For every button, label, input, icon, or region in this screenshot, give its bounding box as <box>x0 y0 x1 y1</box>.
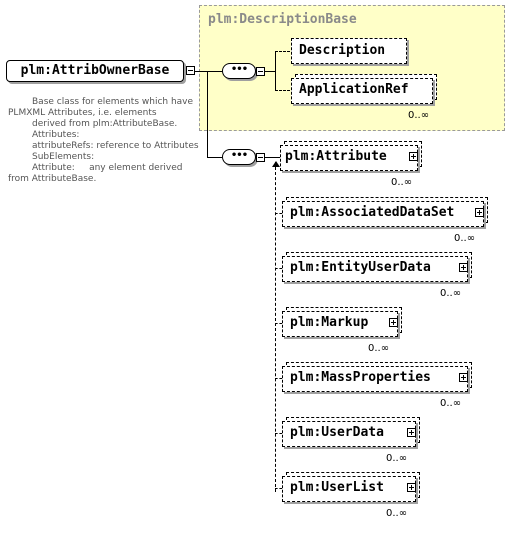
sequence-collapse-icon[interactable] <box>256 153 265 162</box>
occurrence-label: 0..∞ <box>408 110 430 121</box>
sequence-dots-icon: ••• <box>230 64 248 75</box>
arrow-icon <box>272 161 280 167</box>
connector-line <box>275 51 290 52</box>
occurrence-label: 0..∞ <box>386 508 408 519</box>
occurrence-label: 0..∞ <box>368 343 390 354</box>
expand-icon[interactable] <box>407 428 416 437</box>
occurrence-label: 0..∞ <box>454 233 476 244</box>
element-box-description[interactable] <box>291 38 407 64</box>
connector-line <box>275 268 282 269</box>
element-box-applicationref[interactable] <box>291 78 433 104</box>
sequence-collapse-icon[interactable] <box>256 67 265 76</box>
expand-icon[interactable] <box>459 263 468 272</box>
occurrence-label: 0..∞ <box>440 398 462 409</box>
connector-line <box>275 378 282 379</box>
element-box-massproperties[interactable] <box>282 366 468 392</box>
occurrence-label: 0..∞ <box>440 288 462 299</box>
connector-line <box>265 157 275 158</box>
element-label-applicationref: ApplicationRef <box>299 82 409 97</box>
sequence-compositor-icon <box>222 149 256 165</box>
occurrence-label: 0..∞ <box>391 177 413 188</box>
connector-line <box>265 71 275 72</box>
expand-icon[interactable] <box>389 318 398 327</box>
root-element-label: plm:AttribOwnerBase <box>20 63 170 78</box>
element-label-markup: plm:Markup <box>290 315 369 330</box>
element-label-description: Description <box>299 43 386 58</box>
connector-line <box>275 162 276 492</box>
expand-icon[interactable] <box>475 208 484 217</box>
element-box-attribute[interactable] <box>280 145 418 171</box>
expand-icon[interactable] <box>407 483 416 492</box>
connector-line <box>207 157 222 158</box>
sequence-dots-icon: ••• <box>230 150 248 161</box>
element-box-associateddataset[interactable] <box>282 201 484 227</box>
connector-line <box>207 71 208 157</box>
element-label-massproperties: plm:MassProperties <box>290 370 431 385</box>
connector-line <box>275 488 282 489</box>
connector-line <box>195 71 223 72</box>
element-label-userdata: plm:UserData <box>290 425 384 440</box>
connector-line <box>275 433 282 434</box>
connector-line <box>275 323 282 324</box>
connector-line <box>275 213 282 214</box>
element-box-markup[interactable] <box>282 311 398 337</box>
element-label-entityuserdata: plm:EntityUserData <box>290 260 431 275</box>
element-label-userlist: plm:UserList <box>290 480 384 495</box>
root-collapse-icon[interactable] <box>186 66 195 75</box>
element-label-associateddataset: plm:AssociatedDataSet <box>290 205 455 220</box>
expand-icon[interactable] <box>459 373 468 382</box>
connector-line <box>275 157 280 158</box>
base-group-title: plm:DescriptionBase <box>208 12 357 27</box>
element-box-userlist[interactable] <box>282 476 416 502</box>
element-label-attribute: plm:Attribute <box>285 149 387 164</box>
connector-line <box>275 51 276 91</box>
element-box-userdata[interactable] <box>282 421 416 447</box>
root-element-box[interactable] <box>6 60 184 82</box>
connector-line <box>275 90 290 91</box>
element-box-entityuserdata[interactable] <box>282 256 468 282</box>
expand-icon[interactable] <box>409 152 418 161</box>
sequence-compositor-icon <box>222 63 256 79</box>
occurrence-label: 0..∞ <box>386 453 408 464</box>
